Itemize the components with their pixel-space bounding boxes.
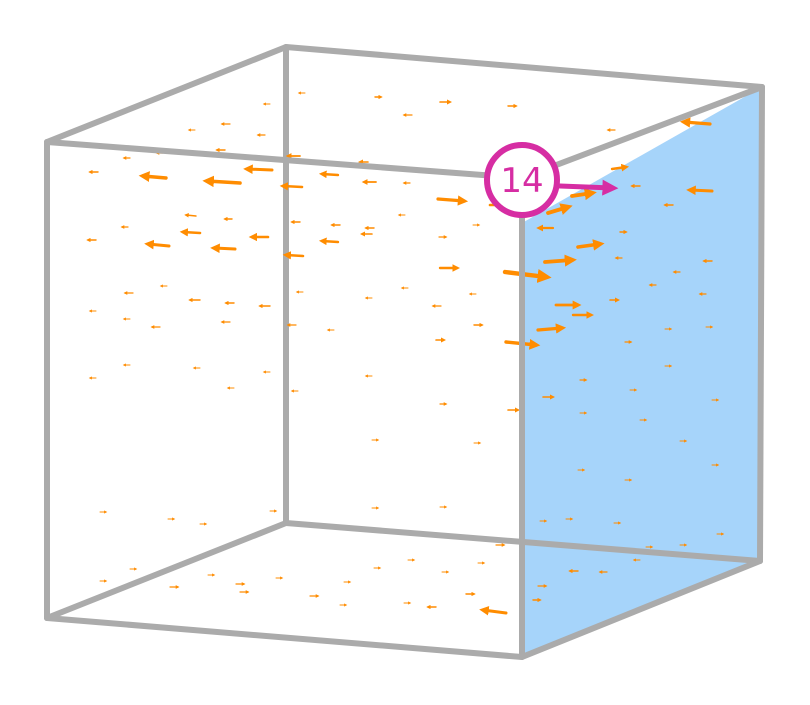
cube-edge-right-back [757, 84, 765, 564]
vector-arrow [502, 268, 552, 283]
callout-circle [484, 142, 560, 218]
cube-edge-front-top-right [519, 84, 765, 181]
vector-arrow [144, 239, 171, 250]
vector-arrow [543, 254, 577, 267]
callout-label: 14 [500, 161, 543, 201]
vector-arrow [179, 228, 202, 237]
vector-arrow [546, 203, 573, 215]
vector-arrow [202, 175, 242, 188]
vector-arrow [138, 171, 168, 182]
cube-edge-back-top-right [283, 44, 765, 90]
cube-edge-front-bottom [44, 615, 525, 660]
vector-arrow [610, 163, 630, 172]
vector-arrow [318, 170, 340, 179]
vector-arrow [679, 117, 712, 128]
vector-arrow [184, 213, 197, 218]
vector-arrow [536, 323, 567, 334]
vector-arrow [210, 243, 237, 254]
vector-arrow [479, 605, 508, 616]
cube-front-edges [44, 84, 765, 660]
vector-arrow [318, 237, 340, 246]
vector-arrow [570, 188, 597, 201]
callout-arrow [557, 179, 619, 196]
cube-edge-back-top-left [44, 44, 289, 145]
vector-arrow [576, 239, 605, 251]
cube-edge-back-bottom-left [44, 520, 289, 621]
cube-edge-front-top [44, 139, 525, 181]
vector-arrow [243, 164, 274, 175]
vector-arrow [282, 251, 305, 260]
cube-edge-front-bottom-right [519, 558, 763, 660]
callout-marker: 14 [484, 142, 619, 218]
vector-arrow [279, 182, 304, 191]
vector-arrow [436, 195, 469, 206]
vector-arrow [686, 185, 714, 196]
vector-field [86, 91, 725, 616]
highlighted-right-face [522, 87, 762, 657]
